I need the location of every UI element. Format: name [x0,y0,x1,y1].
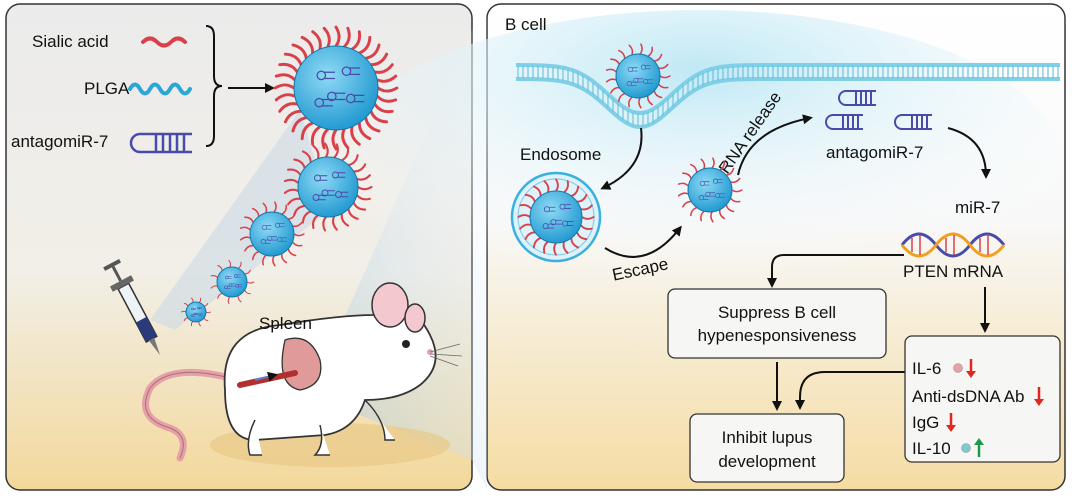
rna-release-arrow [737,114,813,176]
cytokine-label: Anti-dsDNA Ab [912,387,1024,406]
cell-membrane [515,63,1060,130]
nanoparticle [181,297,211,327]
inhibit-box [689,413,845,483]
suppress-line1: Suppress B cell [718,303,836,322]
down-arrow-icon [946,413,956,432]
nanoparticle [239,201,305,267]
legend-sialic-label: Sialic acid [32,32,109,51]
nanoparticle-escaped [677,157,743,223]
nanoparticle-group [181,25,399,327]
down-arrow-icon [1034,387,1044,406]
antagomir-icon [894,114,932,130]
sialic-acid-icon [141,36,187,48]
mir7-label: miR-7 [955,198,1000,217]
binding-arrow [947,127,991,179]
cytokine-dot-icon [961,443,971,453]
legend-brace [205,25,223,147]
legend-antagomir-label: antagomiR-7 [11,132,108,151]
inhibit-line2: development [718,452,816,471]
syringe-icon [103,258,160,355]
plga-icon [128,82,192,96]
down-arrow-icon [966,359,976,378]
antagomir-free-group [825,90,932,130]
pten-label: PTEN mRNA [903,262,1004,281]
antagomir-icon [825,114,863,130]
nanoparticle [283,142,373,232]
endosome-label: Endosome [520,145,601,164]
suppress-line2: hypenesponsiveness [698,326,857,345]
spleen-label: Spleen [259,314,312,333]
nanoparticle [210,259,255,305]
particle-beam [150,110,330,330]
cytokine-label: IgG [912,413,939,432]
cytokine-label: IL-10 [912,439,951,458]
antagomir-free-label: antagomiR-7 [826,143,923,162]
inhibit-line1: Inhibit lupus [722,428,813,447]
nanoparticle-uptake [605,43,671,109]
suppress-arrow [767,254,904,288]
mouse-illustration [142,282,463,467]
cell-nanoparticles [517,43,743,256]
suppress-box [667,288,887,359]
antagomir-icon [129,132,192,154]
nanoparticle-large [273,25,399,151]
cytokine-dot-icon [953,363,963,373]
nanoparticle-in-endosome [517,178,595,256]
escape-arrow [604,225,682,258]
mir7-pten-duplex-icon [900,232,1006,258]
antagomir-icon [838,90,876,106]
up-arrow-icon [974,438,984,457]
cytokine-box [904,335,1061,463]
cytokine-label: IL-6 [912,359,941,378]
endocytosis-arrow [600,127,643,190]
b-cell-title: B cell [505,15,547,34]
legend-plga-label: PLGA [84,79,130,98]
cytokine-to-inhibit-arrow [795,371,905,410]
